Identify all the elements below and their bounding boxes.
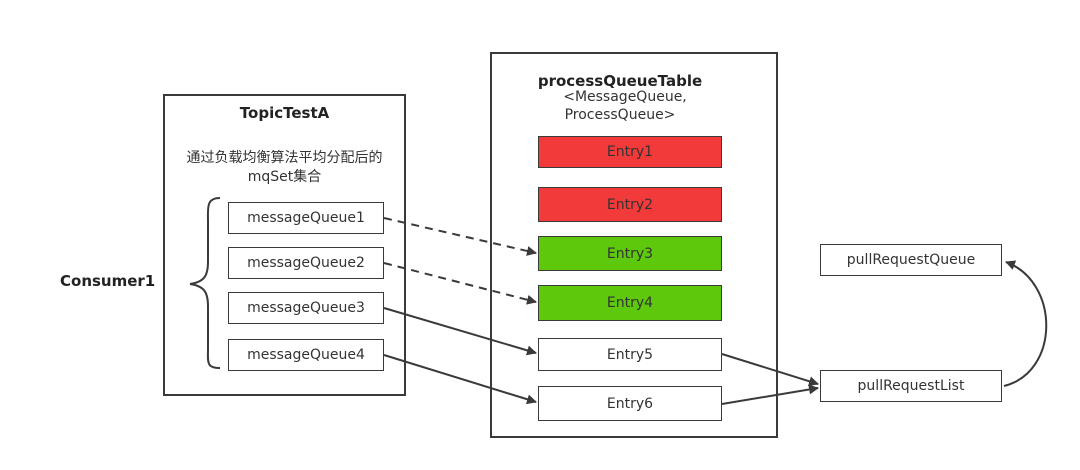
entry-3: Entry3 bbox=[538, 236, 722, 271]
message-queue-2: messageQueue2 bbox=[228, 247, 384, 279]
link-entry6-pulllist bbox=[721, 384, 819, 405]
consumer-label: Consumer1 bbox=[60, 272, 156, 290]
topic-desc-line2: mqSet集合 bbox=[247, 169, 322, 185]
topic-title: TopicTestA bbox=[239, 104, 330, 122]
entry-5: Entry5 bbox=[538, 338, 722, 371]
table-subtitle-line1: <MessageQueue, bbox=[563, 89, 687, 105]
brace bbox=[189, 197, 221, 369]
pull-request-queue: pullRequestQueue bbox=[820, 244, 1002, 276]
table-title: processQueueTable bbox=[537, 72, 703, 90]
topic-desc-line1: 通过负载均衡算法平均分配后的 bbox=[186, 150, 383, 166]
entry-6: Entry6 bbox=[538, 386, 722, 421]
link-mq1-entry3 bbox=[383, 217, 537, 256]
link-mq2-entry4 bbox=[383, 262, 537, 305]
message-queue-3: messageQueue3 bbox=[228, 292, 384, 324]
link-pulllist-pullqueue bbox=[1003, 260, 1048, 387]
entry-1: Entry1 bbox=[538, 136, 722, 168]
link-entry5-pulllist bbox=[721, 353, 819, 387]
pull-request-list: pullRequestList bbox=[820, 370, 1002, 402]
table-subtitle-line2: ProcessQueue> bbox=[564, 107, 676, 123]
link-mq3-entry5 bbox=[383, 307, 537, 356]
entry-4: Entry4 bbox=[538, 285, 722, 321]
entry-2: Entry2 bbox=[538, 187, 722, 222]
message-queue-4: messageQueue4 bbox=[228, 339, 384, 371]
message-queue-1: messageQueue1 bbox=[228, 202, 384, 234]
link-mq4-entry6 bbox=[383, 354, 537, 405]
